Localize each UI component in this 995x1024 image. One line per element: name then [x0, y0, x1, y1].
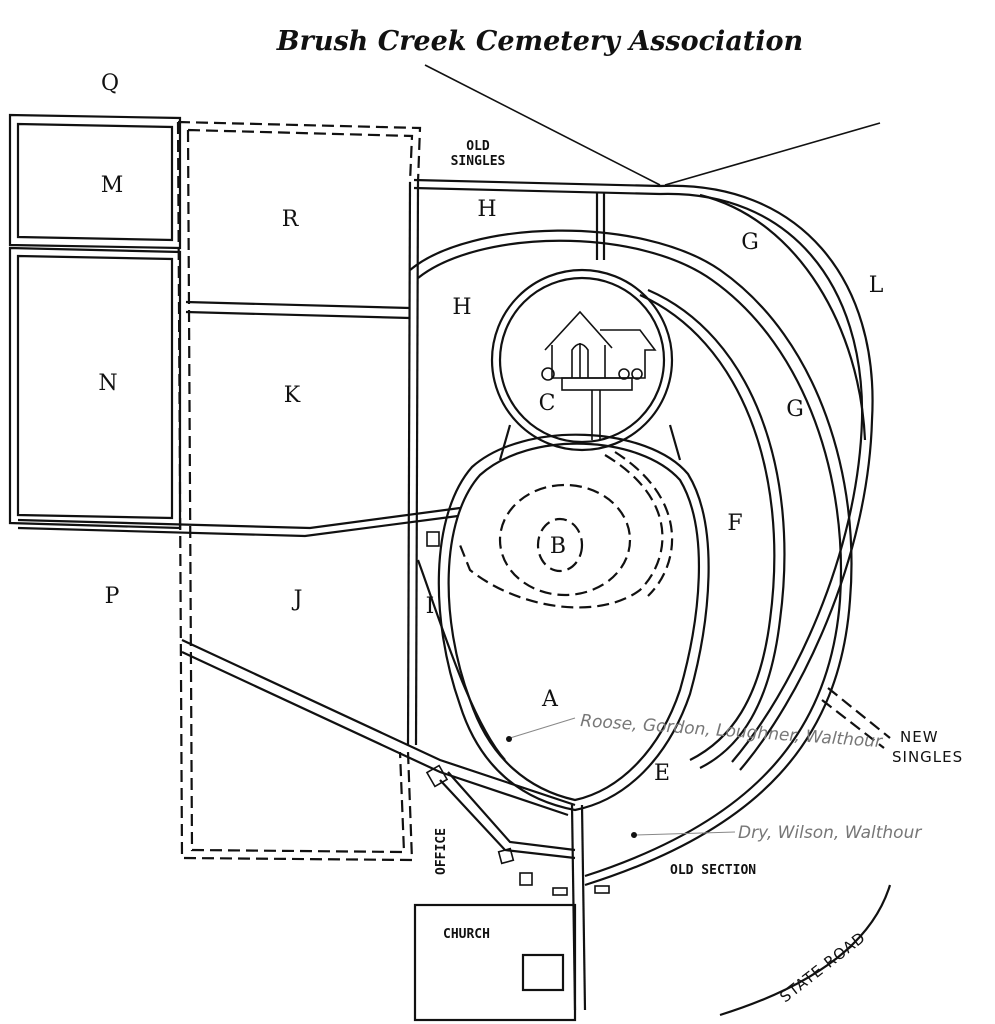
- section-e-label: E: [654, 761, 670, 786]
- section-a-label: A: [541, 687, 559, 712]
- section-e-names-annotation: Dry, Wilson, Walthour: [738, 823, 922, 843]
- h-g-loop-road-edge: [417, 239, 843, 878]
- church-building: [413, 903, 577, 1022]
- road-to-office-edge: [181, 651, 569, 817]
- section-k-label: K: [284, 383, 301, 408]
- section-b-outer-path-2: [614, 451, 674, 597]
- section-n-label: N: [98, 371, 117, 396]
- section-c-label: C: [539, 391, 556, 416]
- office-path: [439, 779, 576, 860]
- section-b-inner-ring: [536, 517, 584, 573]
- road-n-k-to-b-edge: [17, 514, 459, 538]
- monument-marker-icon: [426, 531, 440, 547]
- h-divider-road: [595, 192, 606, 260]
- section-n-boundary: [8, 246, 182, 530]
- small-building-icon-2: [519, 872, 533, 886]
- section-a-b-loop-outer: [437, 433, 710, 812]
- section-h-label: H: [452, 295, 471, 320]
- section-i-label: I: [426, 594, 435, 619]
- gate-marker-icon: [552, 887, 568, 896]
- grave-marker-e: [631, 832, 637, 838]
- section-l-label: L: [869, 273, 884, 298]
- road-to-office: [181, 639, 576, 807]
- state-road: [719, 884, 892, 1017]
- outer-loop-road: [659, 184, 874, 771]
- dashed-property-boundary: [176, 120, 422, 862]
- new-singles-label-line2: SINGLES: [892, 748, 963, 766]
- main-south-road-edge: [580, 804, 587, 1011]
- section-p-label: P: [105, 584, 120, 609]
- old-singles-road: [413, 178, 661, 188]
- section-g-label-top: G: [741, 230, 759, 255]
- f-inner-road: [639, 293, 776, 761]
- road-r-k: [185, 300, 411, 310]
- section-h-label-top: H: [477, 197, 496, 222]
- office-path-edge: [447, 771, 576, 852]
- office-label: OFFICE: [434, 828, 449, 875]
- dashed-property-boundary-inner: [186, 128, 414, 854]
- section-b-label: B: [550, 534, 566, 559]
- new-singles-label-line1: NEW: [900, 728, 939, 746]
- section-j-label: J: [292, 587, 303, 612]
- c-b-connectors: [498, 424, 682, 461]
- section-c-loop-inner: [498, 276, 666, 444]
- chapel-icon: [541, 310, 657, 440]
- main-west-road: [406, 181, 412, 746]
- old-singles-label-line2: SINGLES: [451, 154, 506, 169]
- old-section-label: OLD SECTION: [670, 863, 756, 878]
- road-n-k-to-b: [17, 506, 461, 530]
- h-g-loop-road: [409, 229, 853, 887]
- section-i-road: [416, 559, 506, 761]
- annotation-line-a: [509, 717, 576, 739]
- office-building-icon: [425, 764, 449, 788]
- gate-marker-icon-2: [594, 885, 610, 894]
- section-b-middle-ring: [498, 483, 632, 597]
- church-annex: [521, 953, 565, 992]
- church-label: CHURCH: [443, 927, 490, 942]
- section-m-label: M: [101, 173, 124, 198]
- grave-marker-a: [506, 736, 512, 742]
- annotation-line-e: [635, 831, 736, 836]
- map-title: Brush Creek Cemetery Association: [276, 26, 803, 57]
- section-m-boundary: [8, 113, 182, 250]
- road-r-k-edge: [185, 310, 411, 320]
- main-west-road-edge: [414, 181, 420, 746]
- small-building-icon: [497, 847, 515, 865]
- section-r-label: R: [282, 207, 300, 232]
- section-q-label: Q: [101, 71, 119, 96]
- g-divider-road: [699, 193, 867, 441]
- property-line-diagonal-2: [664, 122, 881, 186]
- new-singles-path: [821, 687, 891, 749]
- section-g-label: G: [786, 397, 804, 422]
- f-inner-road-edge: [647, 288, 786, 769]
- old-singles-road-edge: [413, 186, 661, 196]
- section-b-outer-path: [458, 454, 664, 609]
- old-singles-label-line1: OLD: [466, 139, 490, 154]
- property-line-diagonal-1: [424, 64, 661, 186]
- state-road-label: STATE ROAD: [776, 928, 869, 1006]
- section-c-loop: [490, 268, 674, 452]
- section-f-label: F: [727, 511, 742, 536]
- outer-loop-road-edge: [659, 192, 864, 763]
